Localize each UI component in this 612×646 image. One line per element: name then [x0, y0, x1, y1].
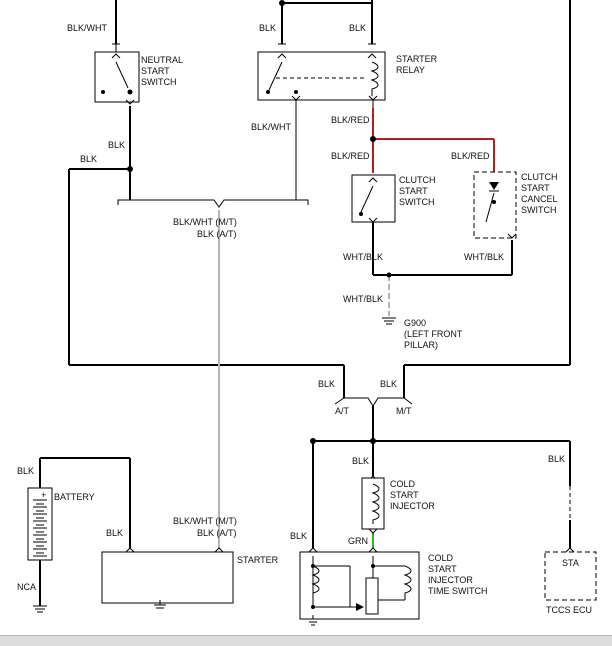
wire-label: BLK/RED [331, 115, 370, 125]
wire-label: BLK/WHT [251, 122, 292, 132]
neutral-start-switch [94, 43, 140, 105]
tccs-ecu-label: TCCS ECU [546, 605, 592, 615]
window-bottom-edge [0, 635, 612, 646]
starter-label: STARTER [237, 555, 279, 565]
wires [39, 0, 571, 606]
wire-label: BLK [108, 140, 125, 150]
wire-label: BLK [349, 23, 366, 33]
wire-label: GRN [348, 536, 368, 546]
battery-ground [33, 605, 47, 613]
battery-label: BATTERY [54, 492, 95, 502]
wire-label: BLK/WHT (M/T) [173, 516, 237, 526]
clutch-start-cancel-switch [473, 171, 517, 239]
wire-label: BLK [106, 528, 123, 538]
wire-label: BLK/RED [331, 151, 370, 161]
wire-label: BLK [548, 454, 565, 464]
splice-dots [127, 0, 392, 444]
splice-at-mt [334, 397, 413, 407]
wire-label: M/T [396, 406, 412, 416]
wire-label: BLK [352, 456, 369, 466]
wire-label: BLK (A/T) [197, 528, 237, 538]
wire-label: BLK [259, 23, 276, 33]
wire-label: WHT/BLK [464, 252, 504, 262]
starter [101, 547, 234, 609]
cold-start-injector [361, 475, 385, 534]
wire-label: WHT/BLK [343, 252, 383, 262]
wire-label: BLK [17, 466, 34, 476]
wire-label: A/T [335, 406, 350, 416]
battery [27, 487, 53, 561]
cold-start-injector-time-switch [299, 547, 420, 620]
wire-label: BLK [318, 379, 335, 389]
ground-g900 [382, 317, 396, 325]
wire-label: BLK [380, 379, 397, 389]
starter-relay [257, 43, 386, 108]
wire-label: BLK [80, 154, 97, 164]
time-switch-ground [307, 615, 319, 626]
tccs-ecu-pin-label: STA [562, 558, 579, 568]
splice-blk-wht-top [117, 199, 309, 208]
clutch-start-switch [351, 174, 396, 223]
wire-label: BLK/RED [451, 151, 490, 161]
wire-label: BLK/WHT (M/T) [173, 217, 237, 227]
wire-label: BLK/WHT [67, 23, 108, 33]
tccs-ecu [544, 547, 597, 601]
wire-label: WHT/BLK [343, 294, 383, 304]
wire-label: BLK [290, 531, 307, 541]
battery-polarity: + [41, 490, 46, 500]
wire-label: BLK (A/T) [197, 229, 237, 239]
wire-label: NCA [17, 582, 36, 592]
